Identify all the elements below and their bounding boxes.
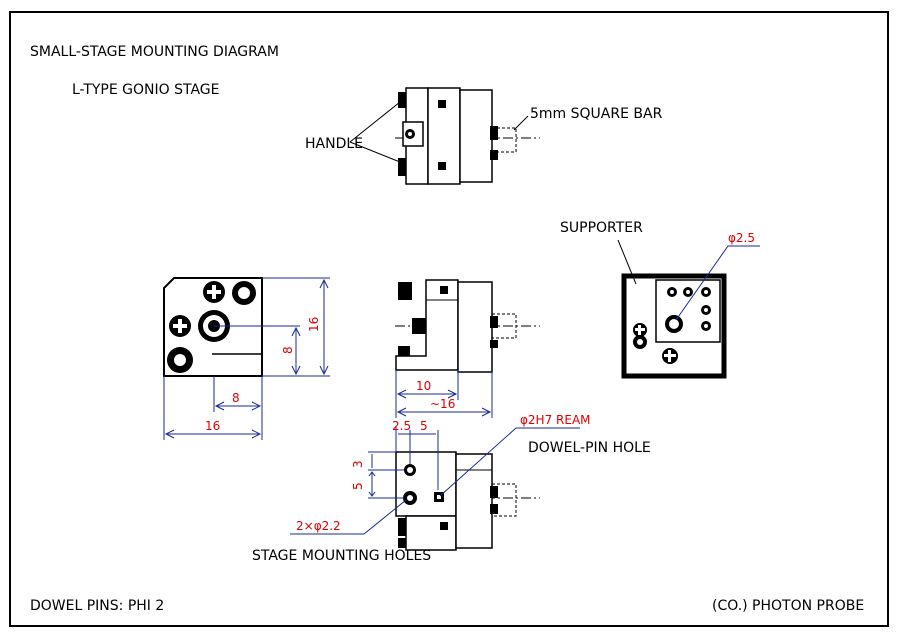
dim-8-vertical: 8 [281, 346, 295, 354]
phi2h7-leader [439, 427, 580, 497]
dim-8-horizontal: 8 [232, 391, 240, 405]
bar-label: 5mm SQUARE BAR [530, 106, 663, 122]
bottom-dims [368, 426, 439, 499]
handle-leader [349, 101, 401, 163]
side-dims [395, 370, 493, 418]
dim-16-vertical: 16 [307, 317, 321, 332]
bar-leader [513, 115, 529, 131]
dim-about-16: ~16 [430, 397, 455, 411]
drawing-subtitle: L-TYPE GONIO STAGE [72, 82, 219, 98]
stage-hole-label: STAGE MOUNTING HOLES [252, 548, 431, 564]
hole-2x-leader [290, 499, 407, 535]
handle-label: HANDLE [305, 136, 363, 152]
footer-note: DOWEL PINS: PHI 2 [30, 598, 164, 614]
dim-16-horizontal: 16 [205, 419, 220, 433]
supporter-label: SUPPORTER [560, 220, 643, 236]
top-view [395, 87, 540, 185]
bottom-view [395, 451, 540, 551]
side-view [395, 279, 540, 373]
phi2h7-label: φ2H7 REAM [520, 413, 591, 427]
hole-2x-label: 2×φ2.2 [296, 519, 341, 533]
pin-hole-label: DOWEL-PIN HOLE [528, 440, 651, 456]
supporter-leader [617, 239, 637, 285]
dim-5-top: 5 [420, 419, 428, 433]
supporter-view [621, 273, 727, 379]
dim-3: 3 [351, 460, 365, 468]
front-dims [163, 277, 330, 440]
phi25-leader [675, 245, 760, 321]
drawing-title: SMALL-STAGE MOUNTING DIAGRAM [30, 44, 279, 60]
front-view [163, 277, 263, 377]
sheet-border [9, 11, 889, 627]
phi25-label: φ2.5 [728, 231, 755, 245]
company-name: (CO.) PHOTON PROBE [712, 598, 864, 614]
dim-5-left: 5 [351, 482, 365, 490]
dim-10: 10 [416, 379, 431, 393]
dim-2-5: 2.5 [392, 419, 411, 433]
